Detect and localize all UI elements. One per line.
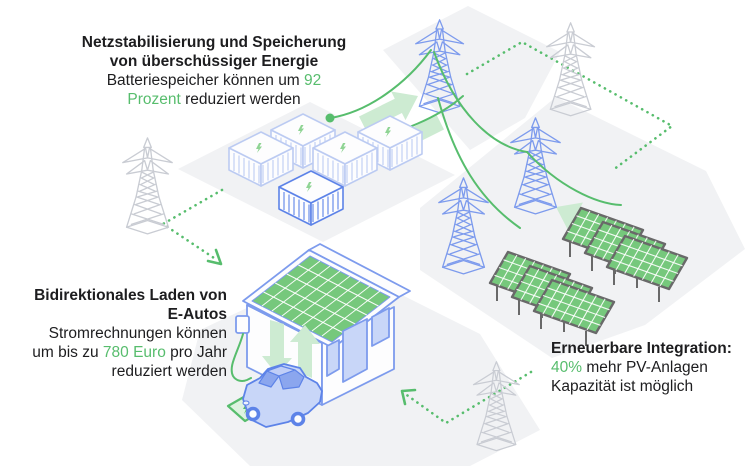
power-line: [526, 151, 622, 206]
stat-92: 92: [304, 72, 322, 89]
transmission-tower-icon: [122, 137, 173, 235]
arrow-up-icon: [290, 325, 320, 378]
annotation-renewable-title: Erneuerbare Integration:: [551, 340, 732, 357]
house: [235, 243, 411, 406]
annotation-bidirectional-title-line2: E-Autos: [167, 306, 227, 323]
flow-arrowhead: [400, 388, 417, 406]
power-line: [329, 49, 432, 119]
annotation-renewable-body-line1: 40% mehr PV-Anlagen: [551, 359, 708, 376]
dashed-flow-path: [160, 188, 224, 262]
stat-prozent: Prozent: [127, 91, 181, 108]
stat-40-percent: 40%: [551, 359, 583, 376]
arrow-down-icon: [262, 320, 292, 375]
house-window: [326, 339, 340, 377]
annotation-storage-title-line2: von überschüssiger Energie: [109, 53, 319, 70]
annotation-renewable-body-line2: Kapazität ist möglich: [551, 378, 694, 395]
energy-arrow-up-icon: [359, 91, 418, 131]
power-line: [433, 51, 528, 153]
flow-arrowhead: [206, 248, 223, 266]
annotation-bidirectional-title-line1: Bidirektionales Laden von: [34, 287, 227, 304]
house-door: [342, 318, 368, 383]
rooftop-solar-panel-icon: [251, 255, 391, 343]
annotation-storage: Netzstabilisierung und Speicherung von ü…: [56, 33, 372, 109]
car-side-window: [278, 369, 305, 390]
car-wheel: [245, 406, 261, 422]
ev-charging: [226, 333, 323, 428]
annotation-renewable: Erneuerbare Integration: 40% mehr PV-Anl…: [551, 339, 746, 396]
dashed-flow-path: [402, 370, 533, 425]
annotation-bidirectional-body-line3: reduziert werden: [111, 363, 227, 380]
ev-car-icon: [242, 363, 323, 428]
annotation-storage-body-line2: Prozent reduziert werden: [127, 91, 301, 108]
wallbox-icon: [235, 315, 250, 334]
annotation-bidirectional: Bidirektionales Laden von E-Autos Stromr…: [13, 286, 227, 381]
dashed-flow-path: [465, 40, 675, 172]
power-lines: [325, 49, 622, 229]
annotation-storage-title-line1: Netzstabilisierung und Speicherung: [81, 34, 347, 51]
connection-dot: [325, 113, 335, 123]
car-wheel: [290, 411, 306, 427]
annotation-storage-body-line1: Batteriespeicher können um 92: [106, 72, 322, 89]
annotation-bidirectional-body-line1: Stromrechnungen können: [48, 325, 227, 342]
annotation-bidirectional-body-line2: um bis zu 780 Euro pro Jahr: [32, 344, 227, 361]
charging-cable: [230, 333, 252, 382]
house-window: [371, 307, 390, 347]
stat-780-euro: 780 Euro: [102, 344, 166, 361]
car-headlight: [242, 400, 250, 406]
bidirectional-wall-arrows: [262, 320, 320, 378]
power-line: [437, 97, 521, 229]
